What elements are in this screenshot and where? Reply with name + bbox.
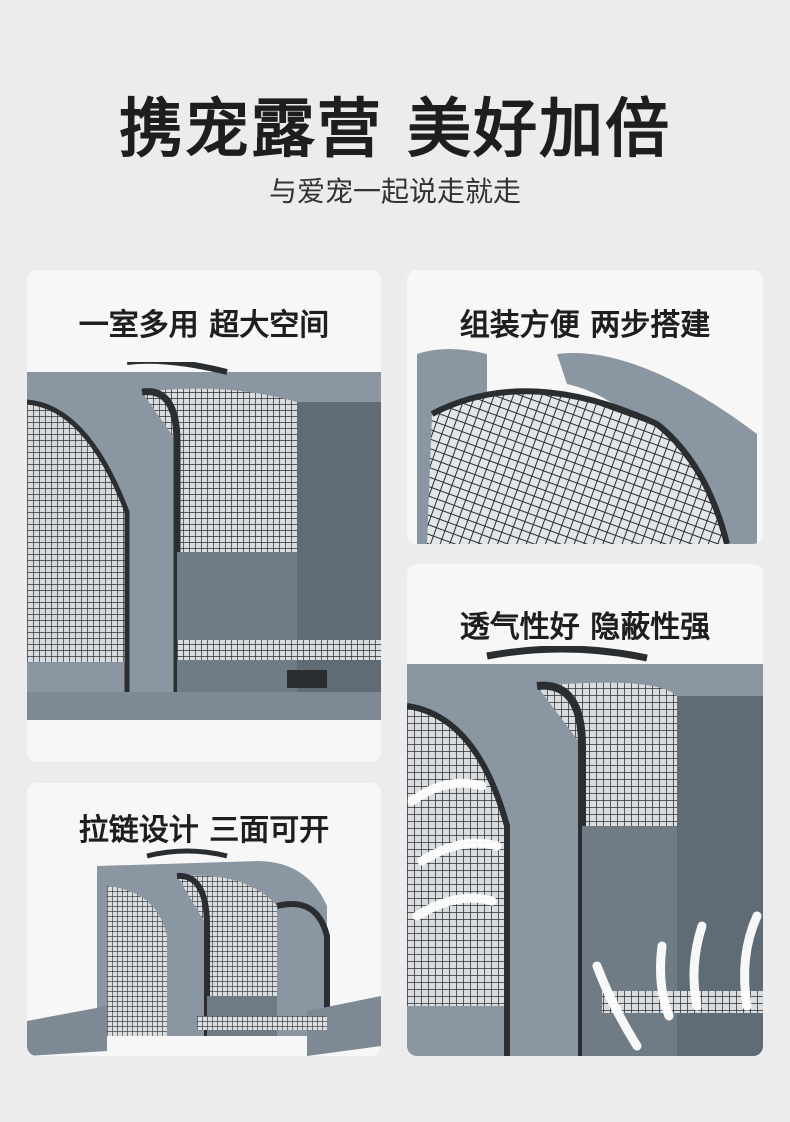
feature-label-assembly: 组装方便 两步搭建 bbox=[459, 308, 711, 343]
feature-card-zipper: 拉链设计 三面可开 bbox=[27, 783, 381, 1056]
carrier-open-image bbox=[27, 848, 381, 1056]
feature-card-space: 一室多用 超大空间 bbox=[27, 270, 381, 762]
feature-label-ventilation: 透气性好 隐蔽性强 bbox=[459, 610, 711, 645]
carrier-front-image bbox=[27, 362, 381, 720]
feature-label-zipper: 拉链设计 三面可开 bbox=[78, 813, 330, 848]
page-subtitle: 与爱宠一起说走就走 bbox=[268, 175, 521, 208]
carrier-airflow-image bbox=[407, 646, 763, 1056]
feature-label-space: 一室多用 超大空间 bbox=[78, 308, 330, 343]
feature-card-ventilation: 透气性好 隐蔽性强 bbox=[407, 564, 763, 1056]
page-title: 携宠露营 美好加倍 bbox=[118, 93, 672, 167]
feature-card-assembly: 组装方便 两步搭建 bbox=[407, 270, 763, 544]
carrier-frame-image bbox=[417, 349, 757, 544]
